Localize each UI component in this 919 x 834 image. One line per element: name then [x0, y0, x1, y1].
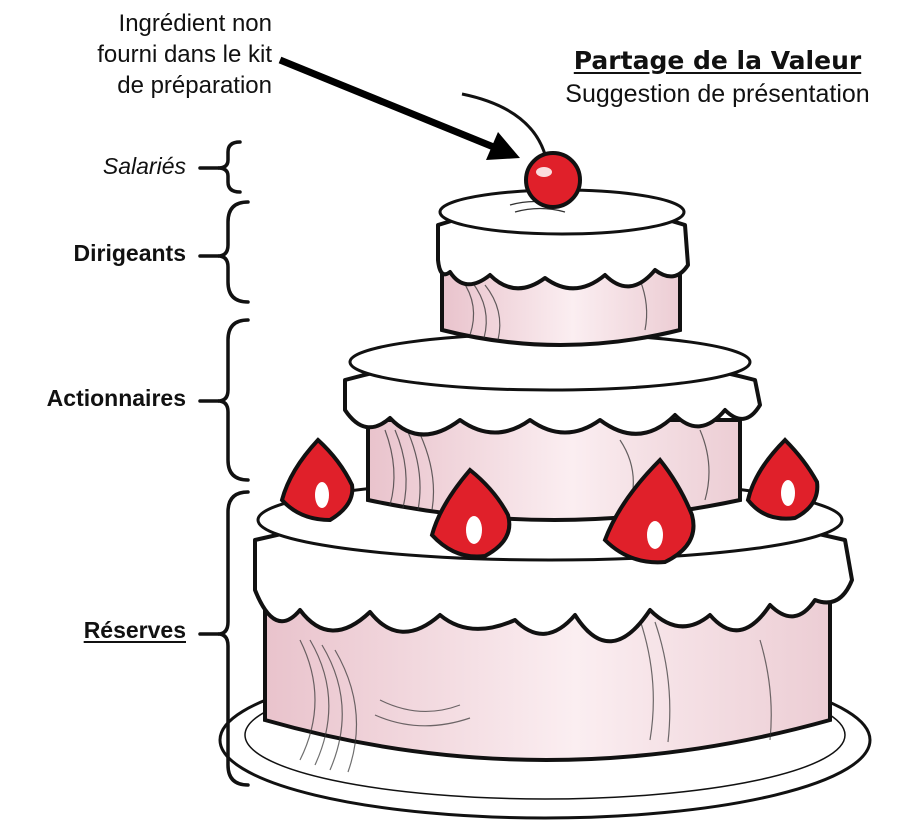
cake-tier-bottom [255, 480, 852, 772]
cake-tier-top [438, 190, 688, 345]
label-salaries: Salariés [60, 153, 186, 180]
bracket-salaries [200, 142, 240, 192]
page-subtitle: Suggestion de présentation [520, 78, 915, 110]
bracket-dirigeants [200, 202, 248, 302]
cake-tier-middle [345, 334, 760, 520]
label-actionnaires: Actionnaires [0, 385, 186, 412]
label-dirigeants: Dirigeants [20, 240, 186, 267]
label-reserves: Réserves [20, 617, 186, 644]
title-block: Partage de la Valeur Suggestion de prése… [520, 44, 915, 110]
arrow [280, 60, 520, 160]
annotation-note: Ingrédient non fourni dans le kit de pré… [40, 8, 272, 101]
annotation-line-1: Ingrédient non [40, 8, 272, 39]
page-title: Partage de la Valeur [520, 44, 915, 78]
strawberry-icon [748, 440, 817, 519]
annotation-line-3: de préparation [40, 70, 272, 101]
annotation-line-2: fourni dans le kit [40, 39, 272, 70]
bracket-actionnaires [200, 320, 248, 480]
strawberry-icon [282, 440, 352, 520]
